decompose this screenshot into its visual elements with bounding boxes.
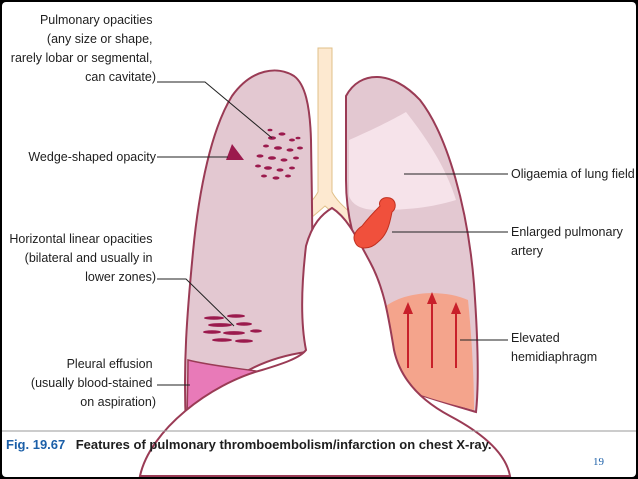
- heart-mediastinum: [138, 206, 512, 477]
- label-pleural-effusion: Pleural effusion (usually blood-stained …: [31, 357, 156, 409]
- oligaemia-zone: [349, 112, 456, 210]
- label-wedge-opacity: Wedge-shaped opacity: [28, 150, 156, 164]
- horizontal-linear-opacities: [203, 314, 262, 343]
- enlarged-pulmonary-artery: [353, 197, 396, 249]
- label-pulmonary-opacities: Pulmonary opacities (any size or shape, …: [11, 13, 156, 84]
- leader-pulmonary-opacities: [157, 81, 273, 139]
- label-oligaemia: Oligaemia of lung field: [511, 167, 635, 181]
- leader-horizontal-linear: [157, 278, 235, 327]
- arrow-up-mid-head: [427, 292, 437, 304]
- figure-number: Fig. 19.67: [6, 437, 65, 452]
- label-elevated-hemidiaphragm: Elevated hemidiaphragm: [511, 331, 597, 364]
- figure-caption: Fig. 19.67 Features of pulmonary thrombo…: [6, 436, 492, 453]
- wedge-shaped-opacity: [226, 144, 244, 160]
- figure-caption-text: Features of pulmonary thromboembolism/in…: [76, 437, 492, 452]
- label-horizontal-linear: Horizontal linear opacities (bilateral a…: [9, 232, 156, 284]
- arrow-up-left-head: [403, 302, 413, 314]
- page-number: 19: [593, 456, 605, 468]
- label-enlarged-artery: Enlarged pulmonary artery: [511, 225, 626, 258]
- arrow-up-right-head: [451, 302, 461, 314]
